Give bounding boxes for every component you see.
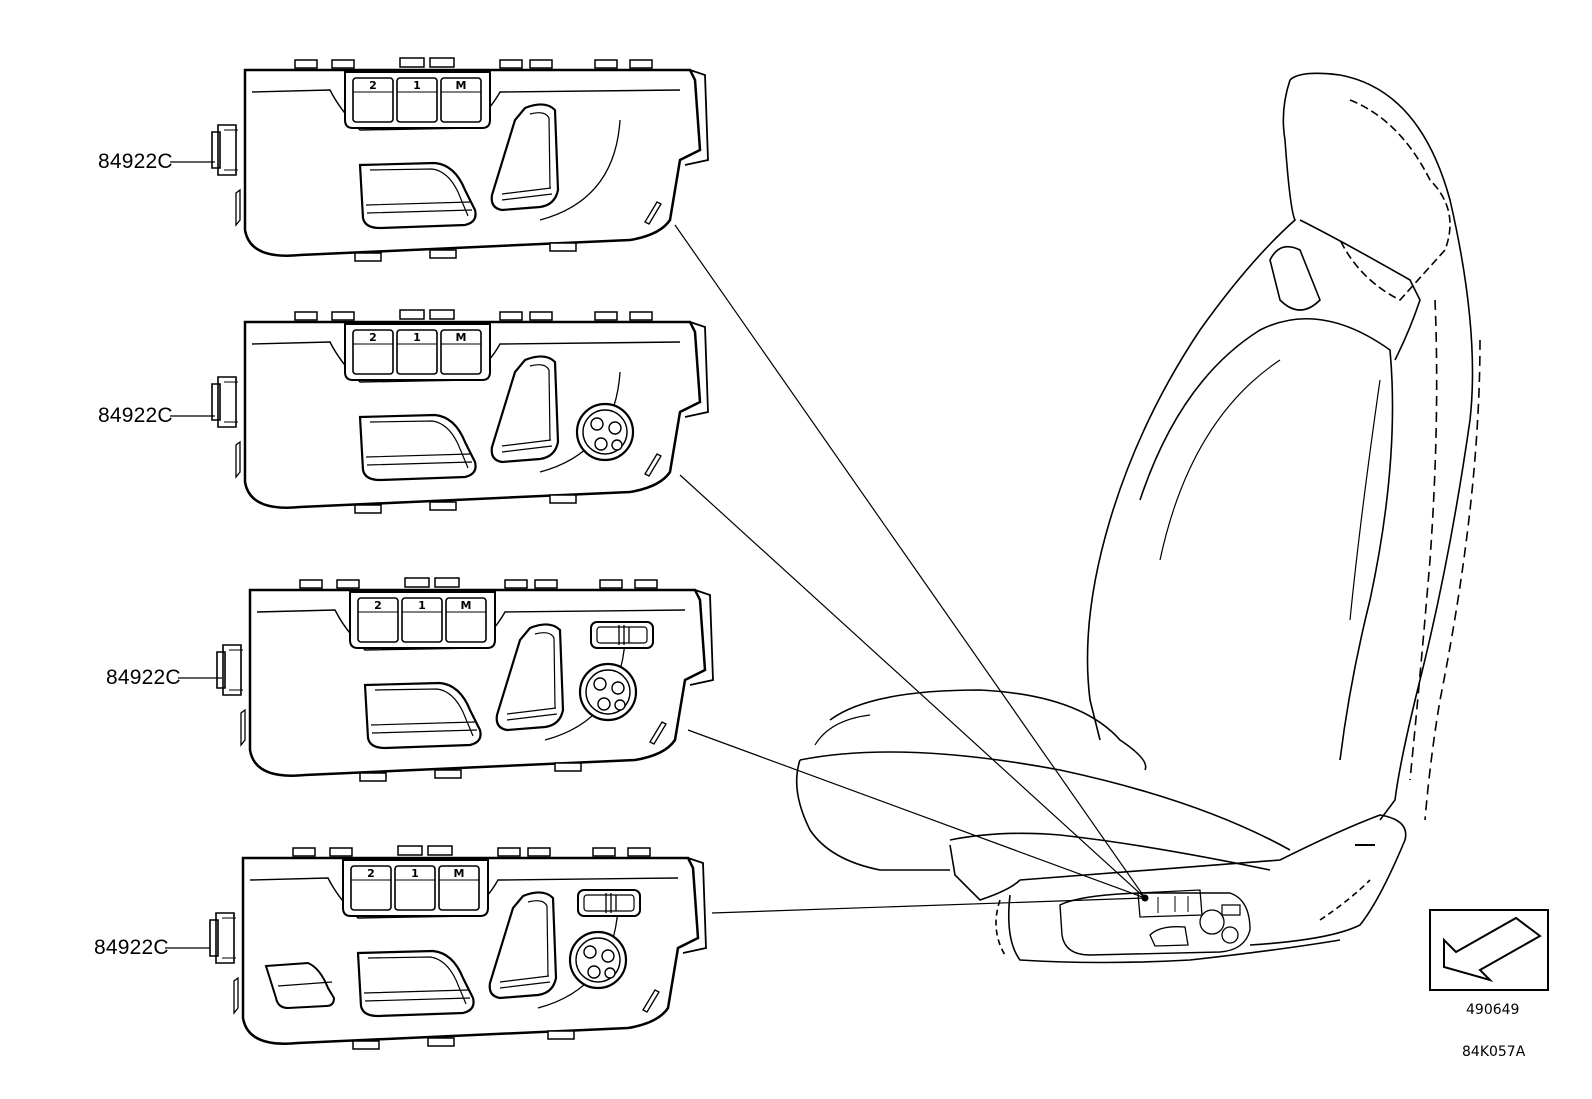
- memory-button-label: 1: [413, 79, 421, 92]
- massage-knob: [578, 662, 638, 722]
- memory-button-label: M: [461, 599, 472, 612]
- seat-illustration: [795, 72, 1481, 964]
- leader-focus-point: [1141, 894, 1149, 902]
- massage-knob: [575, 402, 635, 462]
- memory-button-label: 1: [413, 331, 421, 344]
- memory-button-label: M: [456, 79, 467, 92]
- part-label-1[interactable]: 84922C: [98, 150, 173, 173]
- lumbar-switch: [577, 889, 641, 917]
- memory-button-label: 2: [367, 867, 375, 880]
- part-label-2[interactable]: 84922C: [98, 404, 173, 427]
- part-label-4[interactable]: 84922C: [94, 936, 169, 959]
- memory-button-label: M: [456, 331, 467, 344]
- massage-knob: [568, 930, 628, 990]
- memory-button-label: 1: [418, 599, 426, 612]
- leader-lines: [165, 161, 1146, 949]
- part-label-3[interactable]: 84922C: [106, 666, 181, 689]
- orientation-arrow-icon: [1429, 909, 1549, 991]
- memory-button-label: 2: [369, 79, 377, 92]
- switch-panel-4: [208, 844, 708, 1051]
- memory-button-label: M: [454, 867, 465, 880]
- reference-number: 490649: [1466, 1002, 1520, 1018]
- lumbar-switch: [590, 621, 654, 649]
- extra-button: [264, 961, 336, 1010]
- diagram-code: 84K057A: [1462, 1044, 1526, 1060]
- memory-button-label: 1: [411, 867, 419, 880]
- memory-button-label: 2: [369, 331, 377, 344]
- memory-button-label: 2: [374, 599, 382, 612]
